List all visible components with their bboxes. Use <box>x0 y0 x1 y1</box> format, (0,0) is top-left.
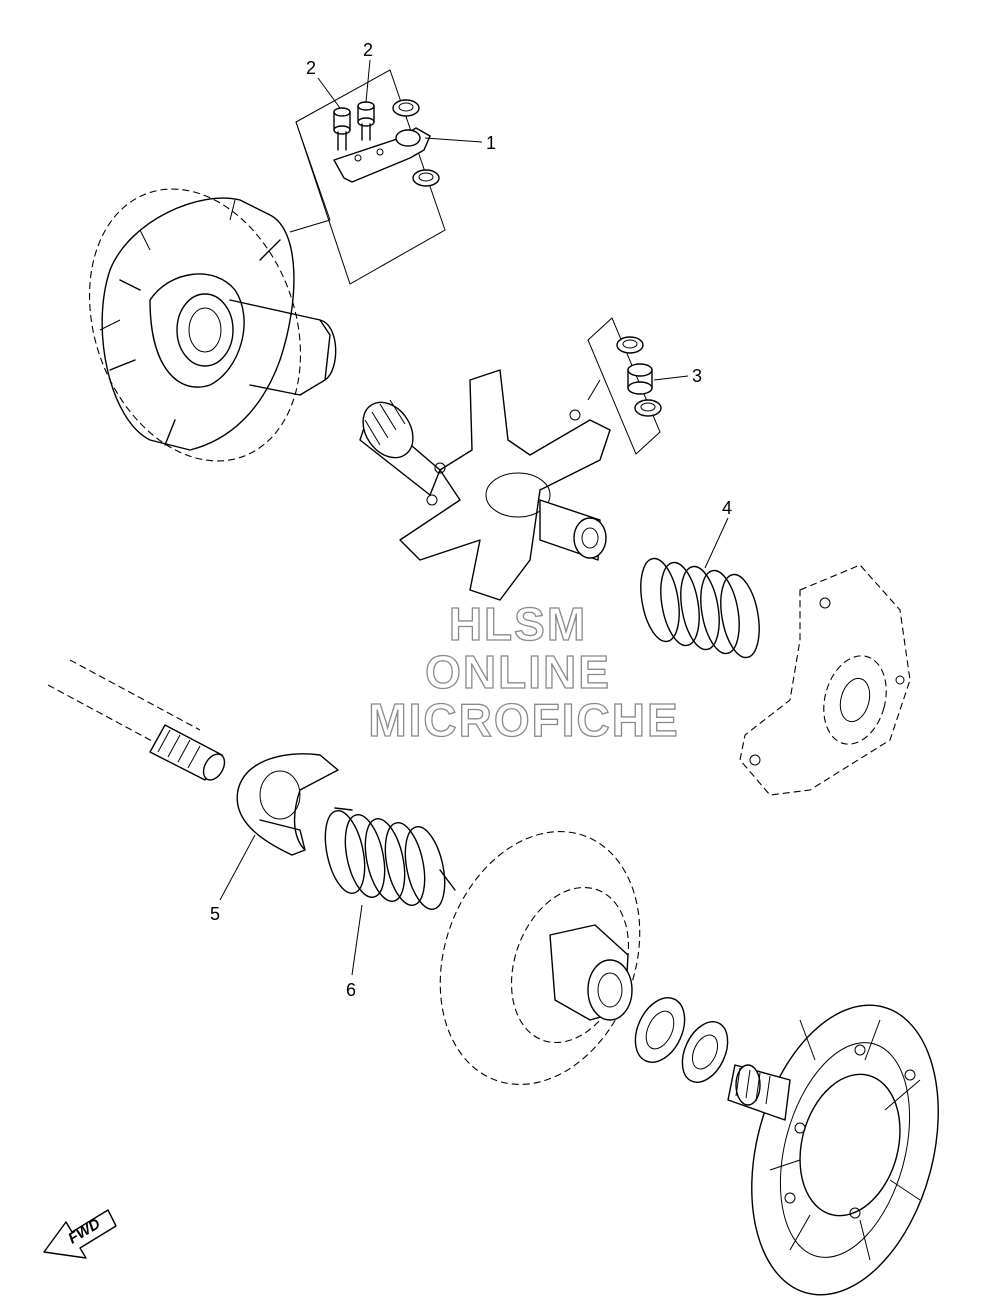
callout-4: 4 <box>722 498 732 518</box>
leader-5 <box>219 834 256 901</box>
group-bracket-leader-tip <box>289 219 331 233</box>
leader-2b <box>365 59 371 103</box>
bushing-group-part-3 <box>587 317 662 455</box>
leader-1 <box>424 137 483 143</box>
primary-fixed-sheave <box>88 188 337 462</box>
washer-bottom <box>412 169 440 187</box>
bushing-washer-bottom <box>634 399 662 417</box>
spring-part-4 <box>640 557 760 659</box>
spring-part-6 <box>324 807 456 910</box>
washer-top <box>392 99 420 117</box>
fwd-arrow-marker: FWD <box>43 1209 117 1259</box>
callout-2b: 2 <box>363 40 373 60</box>
watermark-line-1: HLSM <box>449 598 587 650</box>
bushing-washer-top <box>616 336 644 354</box>
thrust-washer-a <box>634 997 686 1063</box>
fwd-arrow-icon <box>43 1209 117 1259</box>
leader-lines <box>219 59 729 976</box>
callout-1: 1 <box>486 133 496 153</box>
thrust-washer-b <box>681 1021 729 1083</box>
input-shaft <box>47 659 226 781</box>
watermark: HLSM ONLINE MICROFICHE <box>368 597 679 746</box>
leader-4 <box>704 517 729 569</box>
leader-6 <box>351 904 363 976</box>
weight-bracket-group <box>289 69 446 285</box>
watermark-line-3: MICROFICHE <box>368 694 679 746</box>
leader-2a <box>317 77 341 109</box>
bolt-part-2b <box>357 101 375 141</box>
leader-3 <box>653 375 689 381</box>
secondary-sheave <box>727 1004 939 1296</box>
bushing-sleeve <box>627 363 653 395</box>
plate-eye <box>395 129 421 147</box>
callout-5: 5 <box>210 904 220 924</box>
spider-assembly <box>359 369 611 601</box>
watermark-line-2: ONLINE <box>425 646 611 698</box>
group-bracket-leader <box>295 121 331 221</box>
callout-3: 3 <box>692 366 702 386</box>
group-bracket-lines <box>295 69 446 285</box>
bolt-part-2a <box>333 107 351 151</box>
callout-2a: 2 <box>306 58 316 78</box>
cover-plate <box>739 564 911 796</box>
callout-6: 6 <box>346 980 356 1000</box>
movable-sheave <box>439 831 641 1085</box>
cam-part-5 <box>236 753 339 856</box>
